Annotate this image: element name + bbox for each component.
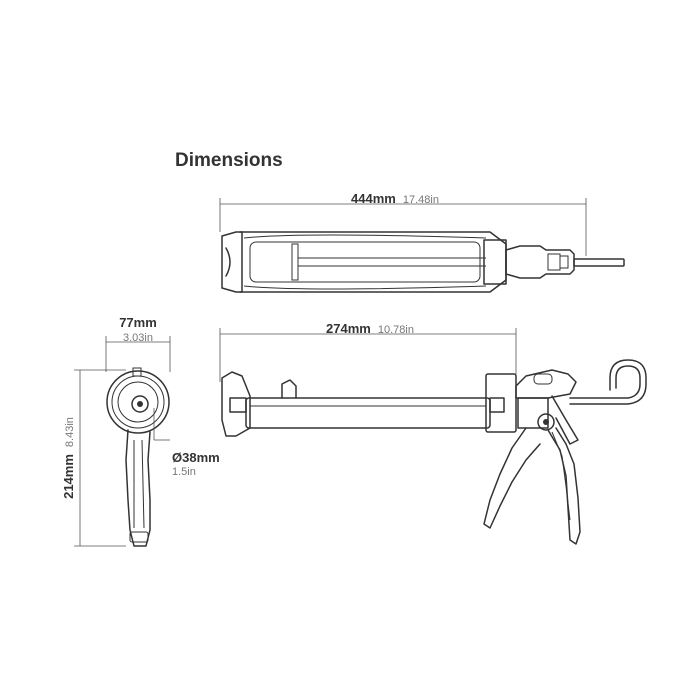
- end-view-gun: [106, 367, 170, 547]
- barrel-length-dimension: 274mm 10.78in: [219, 320, 517, 382]
- overall-length-label: 444mm 17.48in: [351, 190, 439, 207]
- width-label-mm: 77mm: [119, 315, 157, 330]
- height-label: 214mm 8.43in: [60, 417, 77, 499]
- diameter-label-mm: Ø38mm: [172, 450, 220, 465]
- diagram-title: Dimensions: [175, 150, 283, 171]
- overall-length-dimension: 444mm 17.48in: [219, 190, 587, 256]
- diameter-dimension: Ø38mm 1.5in: [153, 408, 220, 478]
- diameter-label-in: 1.5in: [172, 466, 196, 478]
- width-label-in: 3.03in: [123, 332, 153, 344]
- side-view-gun: [221, 359, 647, 545]
- width-dimension: 77mm 3.03in: [105, 315, 171, 372]
- barrel-length-label: 274mm 10.78in: [326, 320, 414, 337]
- top-view-gun: [221, 231, 625, 293]
- height-dimension: 214mm 8.43in: [60, 369, 126, 547]
